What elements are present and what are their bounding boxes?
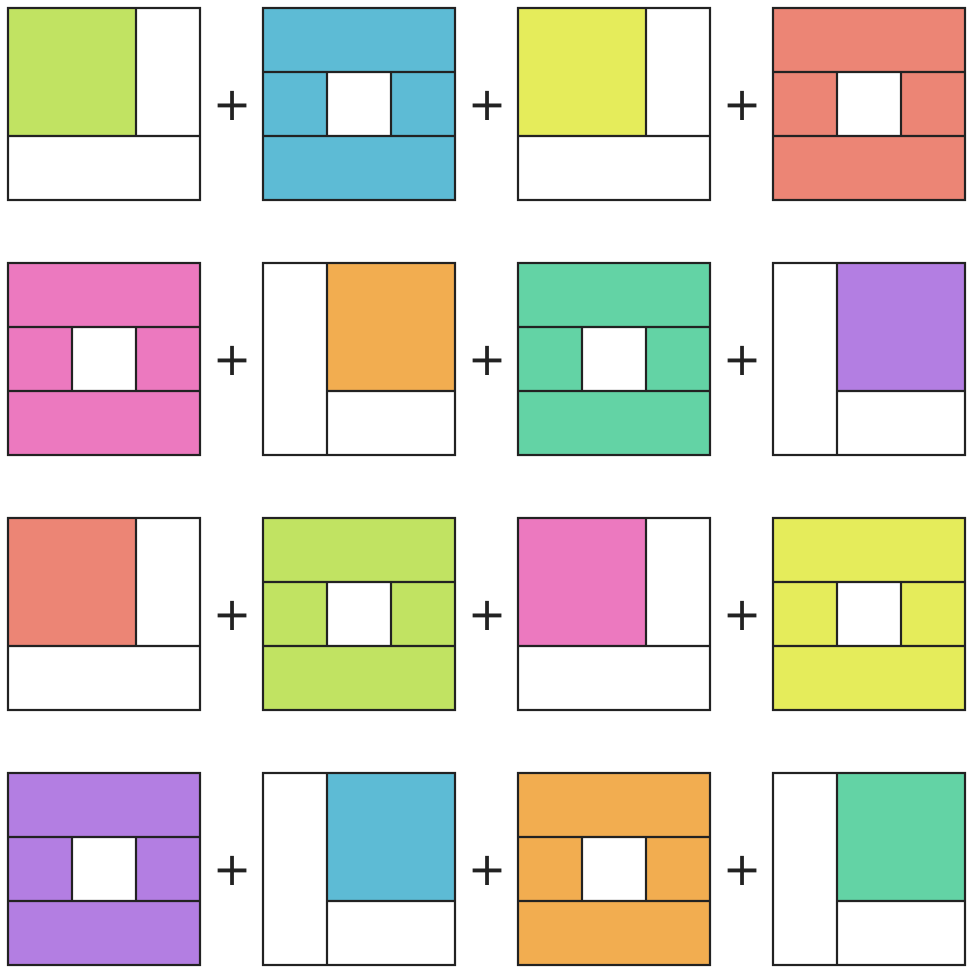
center-hole (582, 327, 646, 391)
tile-border (6, 771, 202, 967)
tile-border (771, 261, 967, 457)
tile-border (261, 771, 457, 967)
center-hole (327, 582, 391, 646)
tile-frame (516, 771, 712, 967)
tile-row: + + + (6, 261, 967, 457)
tile-corner-top-right (261, 771, 457, 967)
colored-square (837, 263, 965, 391)
tile-frame (261, 6, 457, 202)
tile-row: + + + (6, 6, 967, 202)
colored-square (327, 773, 455, 901)
tile-row: + + + (6, 771, 967, 967)
tile-frame (6, 771, 202, 967)
tile-border (261, 516, 457, 712)
tile-corner-top-right (771, 771, 967, 967)
center-hole (837, 582, 901, 646)
colored-square (518, 518, 646, 646)
tile-border (771, 6, 967, 202)
plus-sign: + (213, 77, 252, 131)
tile-border (516, 771, 712, 967)
plus-sign: + (213, 332, 252, 386)
tile-row: + + + (6, 516, 967, 712)
colored-square (837, 773, 965, 901)
tile-border (516, 6, 712, 202)
tile-border (6, 6, 202, 202)
colored-square (8, 518, 136, 646)
tile-border (771, 771, 967, 967)
tile-border (6, 261, 202, 457)
center-hole (72, 837, 136, 901)
tile-border (771, 516, 967, 712)
plus-sign: + (213, 587, 252, 641)
plus-sign: + (723, 587, 762, 641)
tile-border (261, 261, 457, 457)
center-hole (72, 327, 136, 391)
plus-sign: + (468, 332, 507, 386)
plus-sign: + (468, 587, 507, 641)
tile-frame (6, 261, 202, 457)
center-hole (582, 837, 646, 901)
tile-corner-top-left (6, 6, 202, 202)
tile-corner-top-right (261, 261, 457, 457)
colored-square (518, 8, 646, 136)
plus-sign: + (723, 332, 762, 386)
tile-border (261, 6, 457, 202)
tile-corner-top-left (6, 516, 202, 712)
center-hole (327, 72, 391, 136)
colored-square (327, 263, 455, 391)
center-hole (837, 72, 901, 136)
plus-sign: + (723, 842, 762, 896)
tile-border (516, 516, 712, 712)
tile-frame (771, 6, 967, 202)
tile-border (516, 261, 712, 457)
tile-corner-top-right (771, 261, 967, 457)
plus-sign: + (723, 77, 762, 131)
tile-frame (261, 516, 457, 712)
tile-corner-top-left (516, 516, 712, 712)
plus-sign: + (468, 842, 507, 896)
tile-border (6, 516, 202, 712)
plus-sign: + (468, 77, 507, 131)
tile-frame (516, 261, 712, 457)
colored-square (8, 8, 136, 136)
tile-corner-top-left (516, 6, 712, 202)
tile-frame (771, 516, 967, 712)
plus-sign: + (213, 842, 252, 896)
